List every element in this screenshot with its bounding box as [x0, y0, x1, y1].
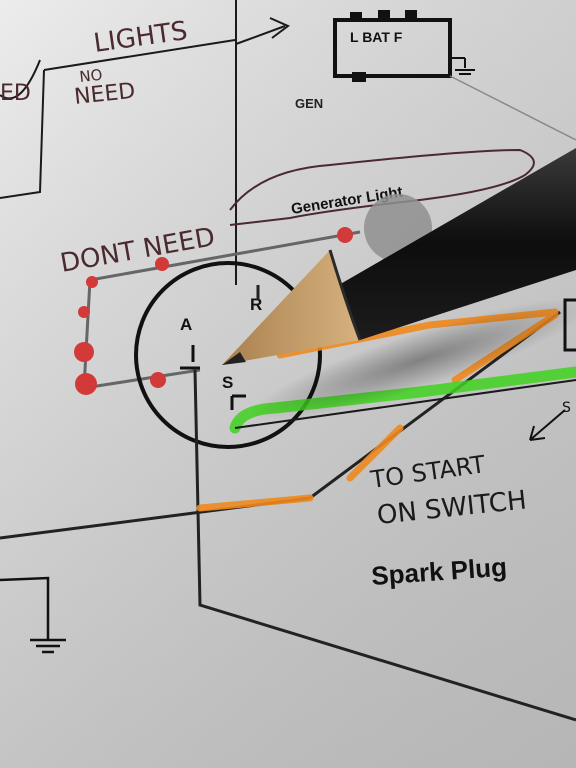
pencil-wood — [222, 250, 360, 365]
handwritten-arrow — [529, 409, 566, 441]
handwritten-fragment-left: ED — [0, 81, 31, 106]
pencil — [222, 148, 576, 365]
gen-label: GEN — [295, 96, 323, 111]
pencil-lead-tip — [222, 352, 246, 365]
regulator-label: L BAT F — [350, 29, 403, 45]
light-wire — [74, 227, 361, 395]
top-left-sketch — [0, 0, 290, 285]
pencil-shadow — [248, 298, 576, 422]
regulator-box: L BAT F GEN — [295, 10, 576, 141]
pencil-body — [330, 148, 576, 340]
red-dots — [74, 227, 353, 395]
ignition-switch: A R S — [134, 261, 322, 449]
handwritten-no: NO — [79, 66, 104, 86]
bottom-left-ground — [0, 576, 66, 654]
terminal-a-label: A — [180, 315, 192, 334]
terminal-r-label: R — [250, 295, 262, 314]
terminal-s-label: S — [222, 373, 233, 392]
handwritten-fragment-s: S — [562, 400, 571, 416]
